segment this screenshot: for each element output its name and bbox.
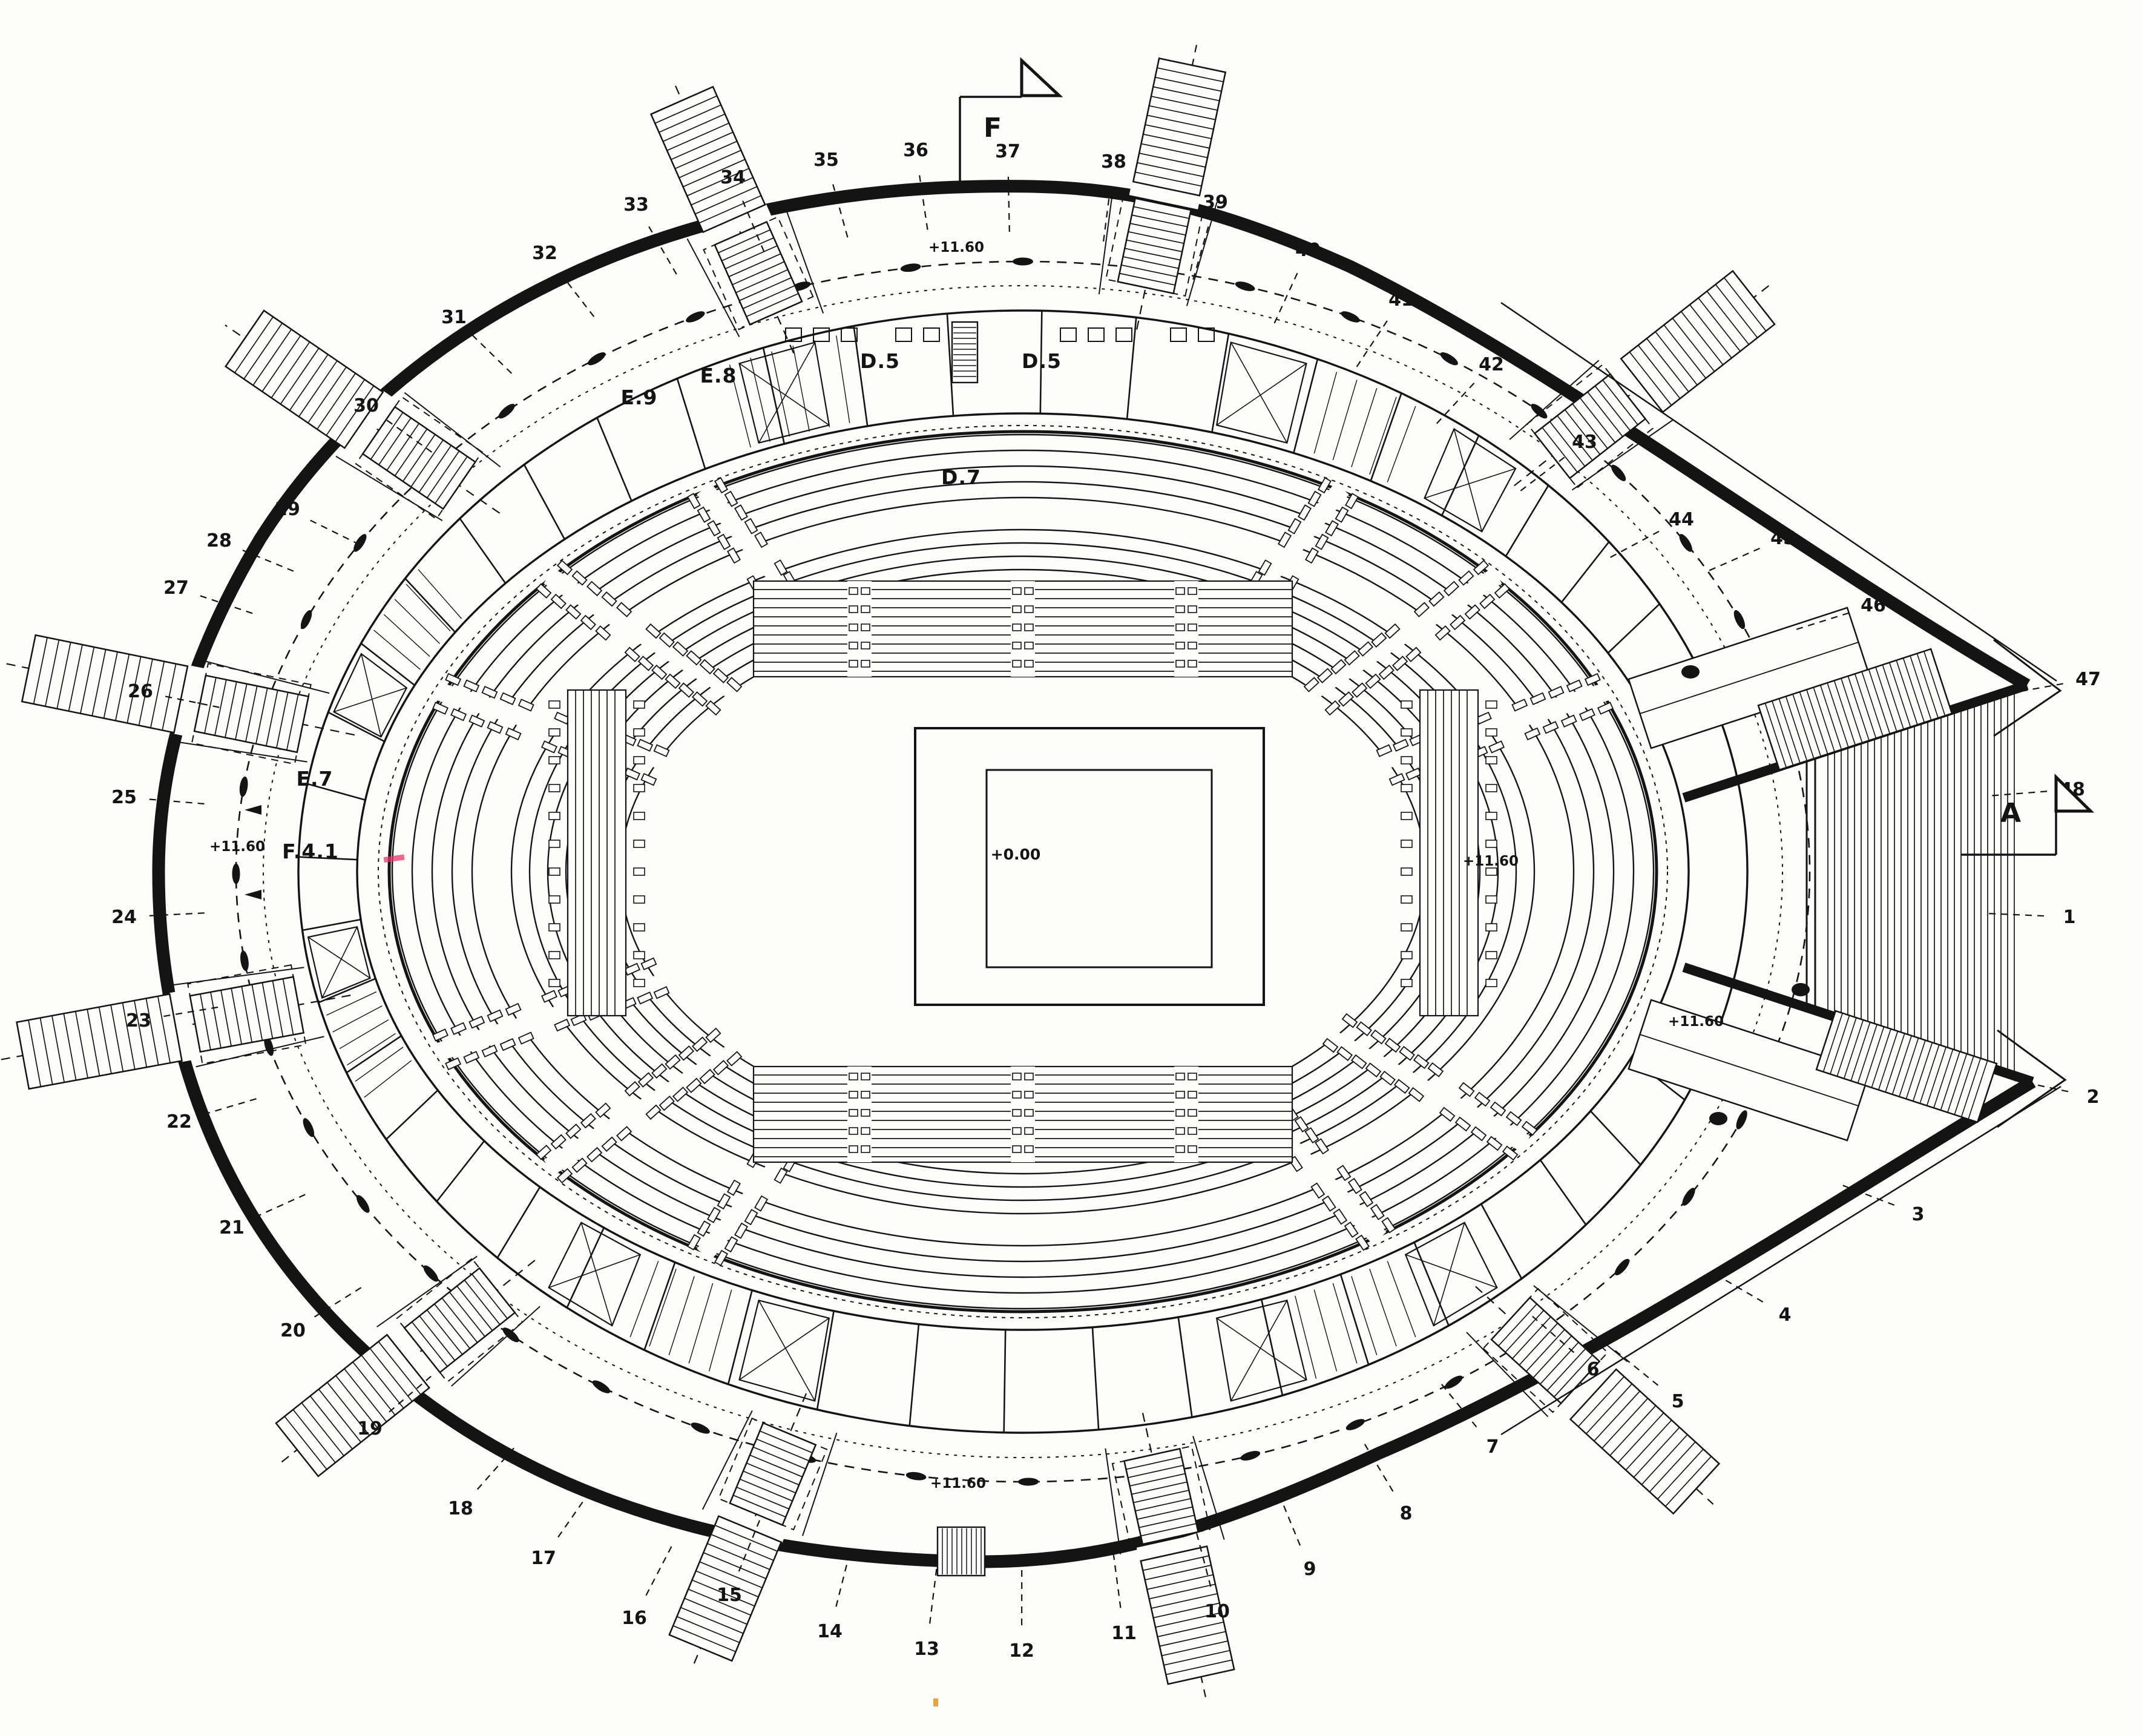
callout-label: 20: [280, 1320, 306, 1341]
callout-label: 2: [2087, 1087, 2100, 1108]
room-label: D.5: [860, 349, 900, 373]
elevation-label: +11.60: [930, 1476, 986, 1491]
callout-label: 3: [1912, 1204, 1925, 1225]
radial-exterior-stairs: [0, 45, 1776, 1697]
callout-label: 6: [1587, 1359, 1600, 1380]
callout-label: 46: [1861, 595, 1886, 616]
callout-label: 33: [623, 194, 649, 215]
callout-label: 29: [275, 499, 300, 520]
callout-label: 15: [717, 1585, 742, 1606]
section-letter: F: [984, 113, 1002, 143]
callout-label: 11: [1111, 1623, 1137, 1644]
callout-label: 30: [353, 395, 379, 416]
elevation-label: +11.60: [1668, 1014, 1724, 1030]
callout-label: 18: [448, 1498, 473, 1519]
callout-label: 39: [1203, 192, 1228, 213]
callout-label: 45: [1770, 528, 1796, 549]
room-label: E.9: [620, 386, 657, 409]
section-flag-icon: [1020, 57, 1063, 97]
callout-label: 22: [166, 1111, 192, 1133]
callout-label: 36: [903, 140, 928, 161]
callout-label: 37: [995, 141, 1020, 162]
callout-label: 31: [441, 307, 467, 328]
callout-label: 7: [1487, 1436, 1499, 1458]
room-label: E.7: [296, 767, 333, 791]
callout-label: 27: [163, 577, 189, 599]
callout-label: 40: [1295, 240, 1321, 261]
section-letter: A: [2000, 798, 2021, 829]
court-elevation-label: +0.00: [991, 846, 1041, 863]
room-label: F.4.1: [282, 840, 339, 863]
callout-label: 12: [1009, 1640, 1034, 1662]
section-marker-f: F: [959, 57, 1063, 185]
callout-label: 13: [914, 1639, 939, 1660]
callout-label: 16: [622, 1608, 647, 1629]
main-entrance-wedge: [1500, 301, 2067, 1436]
callout-label: 9: [1304, 1559, 1316, 1580]
callout-label: 47: [2075, 669, 2101, 690]
concourse-ring: [232, 257, 1811, 1486]
callout-label: 26: [128, 681, 153, 702]
callout-label: 8: [1400, 1503, 1413, 1524]
callout-label: 34: [720, 167, 746, 188]
callout-label: 32: [532, 243, 557, 264]
callout-label: 38: [1101, 151, 1126, 173]
elevation-label: +11.60: [928, 240, 984, 255]
callout-label: 4: [1779, 1304, 1792, 1326]
elevation-label: +11.60: [209, 839, 265, 855]
callout-label: 17: [531, 1548, 556, 1569]
callout-label: 25: [111, 787, 137, 808]
section-flag-icon: [2054, 774, 2095, 813]
room-label: E.8: [700, 364, 737, 387]
central-court: +0.00: [914, 727, 1265, 1006]
callout-label: 28: [206, 530, 232, 551]
callout-label: 44: [1669, 509, 1694, 530]
callout-label: 14: [817, 1621, 843, 1642]
callout-label: 43: [1572, 432, 1597, 453]
detail-marks: [245, 321, 1215, 1706]
callout-label: 41: [1388, 289, 1414, 311]
inner-bleacher-banks: [548, 580, 1497, 1163]
callout-label: 21: [219, 1217, 245, 1238]
text-labels: D.5 D.5D.7 E.8E.9E.7F.4.1 +11.60 +11.60 +11.6…: [209, 240, 1724, 1491]
callout-label: 1: [2063, 907, 2076, 928]
numbered-callouts: 1234567891011121314151617181920212223242…: [111, 140, 2101, 1662]
callout-label: 5: [1672, 1391, 1684, 1412]
callout-label: 24: [111, 907, 137, 928]
callout-label: 23: [126, 1010, 151, 1031]
room-label: D.5: [1022, 349, 1062, 373]
callout-label: 35: [813, 150, 839, 171]
elevation-label: +11.60: [1463, 853, 1519, 869]
callout-label: 42: [1479, 354, 1504, 375]
outer-wall: [152, 180, 2036, 1568]
section-marker-a: A: [1961, 774, 2095, 856]
room-label: D.7: [941, 465, 981, 489]
callout-label: 19: [357, 1418, 383, 1439]
callout-label: 10: [1204, 1601, 1230, 1622]
